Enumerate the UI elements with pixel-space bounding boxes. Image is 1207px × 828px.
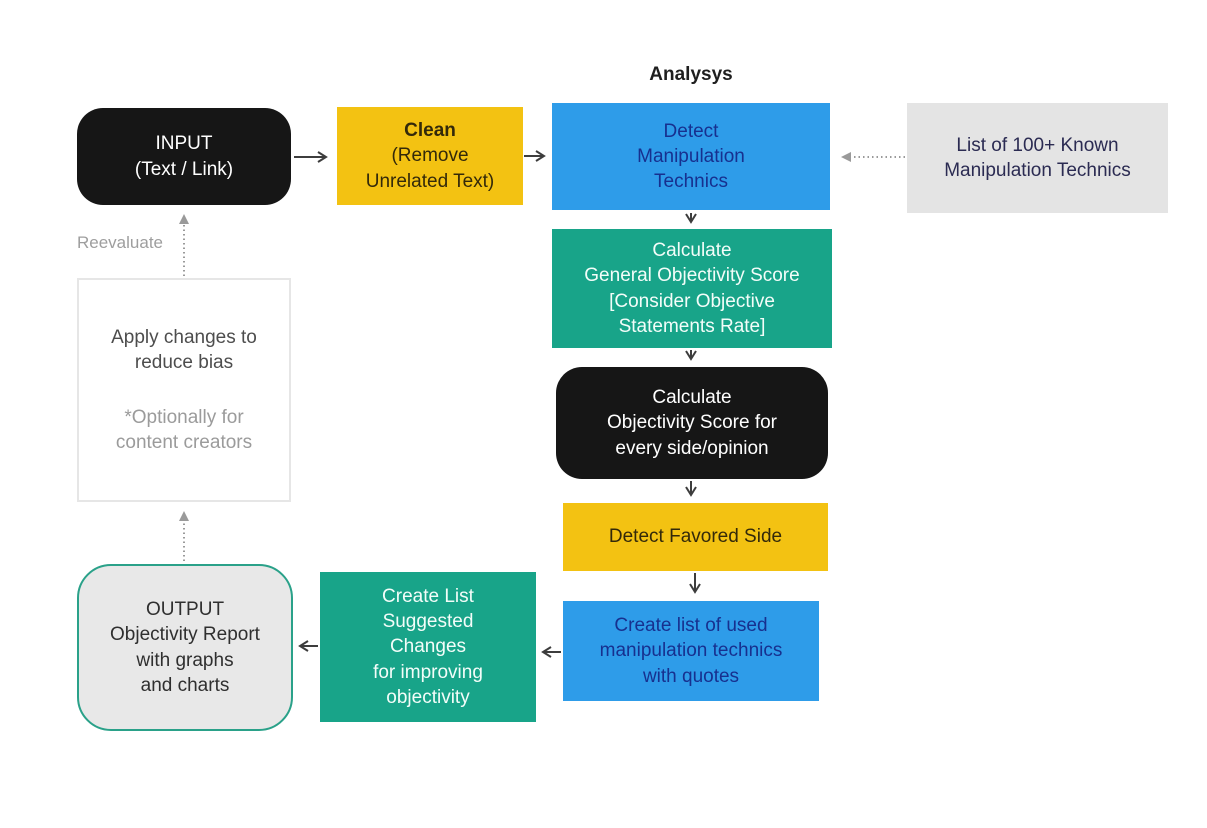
node-detect-favored-side: Detect Favored Side (563, 503, 828, 571)
node-general-objectivity-score: Calculate General Objectivity Score [Con… (552, 229, 832, 348)
node-apply-changes: Apply changes to reduce bias *Optionally… (77, 278, 291, 502)
node-side-objectivity-score: Calculate Objectivity Score for every si… (556, 367, 828, 479)
node-output-text: OUTPUT Objectivity Report with graphs an… (110, 599, 260, 696)
node-output: OUTPUT Objectivity Report with graphs an… (77, 564, 293, 731)
node-used-technics-list: Create list of used manipulation technic… (563, 601, 819, 701)
node-detect-manipulation: Detect Manipulation Technics (552, 103, 830, 210)
node-detect-favored-side-text: Detect Favored Side (608, 526, 783, 548)
node-apply-changes-note: *Optionally for content creators (115, 407, 253, 454)
node-apply-changes-text: Apply changes to reduce bias (111, 326, 257, 373)
node-input-text: INPUT (Text / Link) (134, 133, 234, 180)
node-detect-manipulation-text: Detect Manipulation Technics (637, 120, 745, 193)
node-general-objectivity-score-text: Calculate General Objectivity Score [Con… (584, 240, 800, 337)
node-used-technics-list-text: Create list of used manipulation technic… (599, 615, 783, 687)
node-clean-title: Clean (404, 120, 456, 142)
node-known-manipulation-list: List of 100+ Known Manipulation Technics (907, 103, 1168, 213)
node-clean-subtitle: (Remove Unrelated Text) (365, 145, 495, 192)
reevaluate-label: Reevaluate (77, 233, 164, 252)
analysys-label: Analysys (649, 64, 733, 85)
node-suggested-changes: Create List Suggested Changes for improv… (320, 572, 536, 722)
node-side-objectivity-score-text: Calculate Objectivity Score for every si… (607, 387, 777, 459)
node-clean: Clean (Remove Unrelated Text) (337, 107, 523, 205)
node-known-manipulation-list-text: List of 100+ Known Manipulation Technics (944, 134, 1131, 181)
node-suggested-changes-text: Create List Suggested Changes for improv… (373, 586, 483, 708)
node-input: INPUT (Text / Link) (77, 108, 291, 205)
